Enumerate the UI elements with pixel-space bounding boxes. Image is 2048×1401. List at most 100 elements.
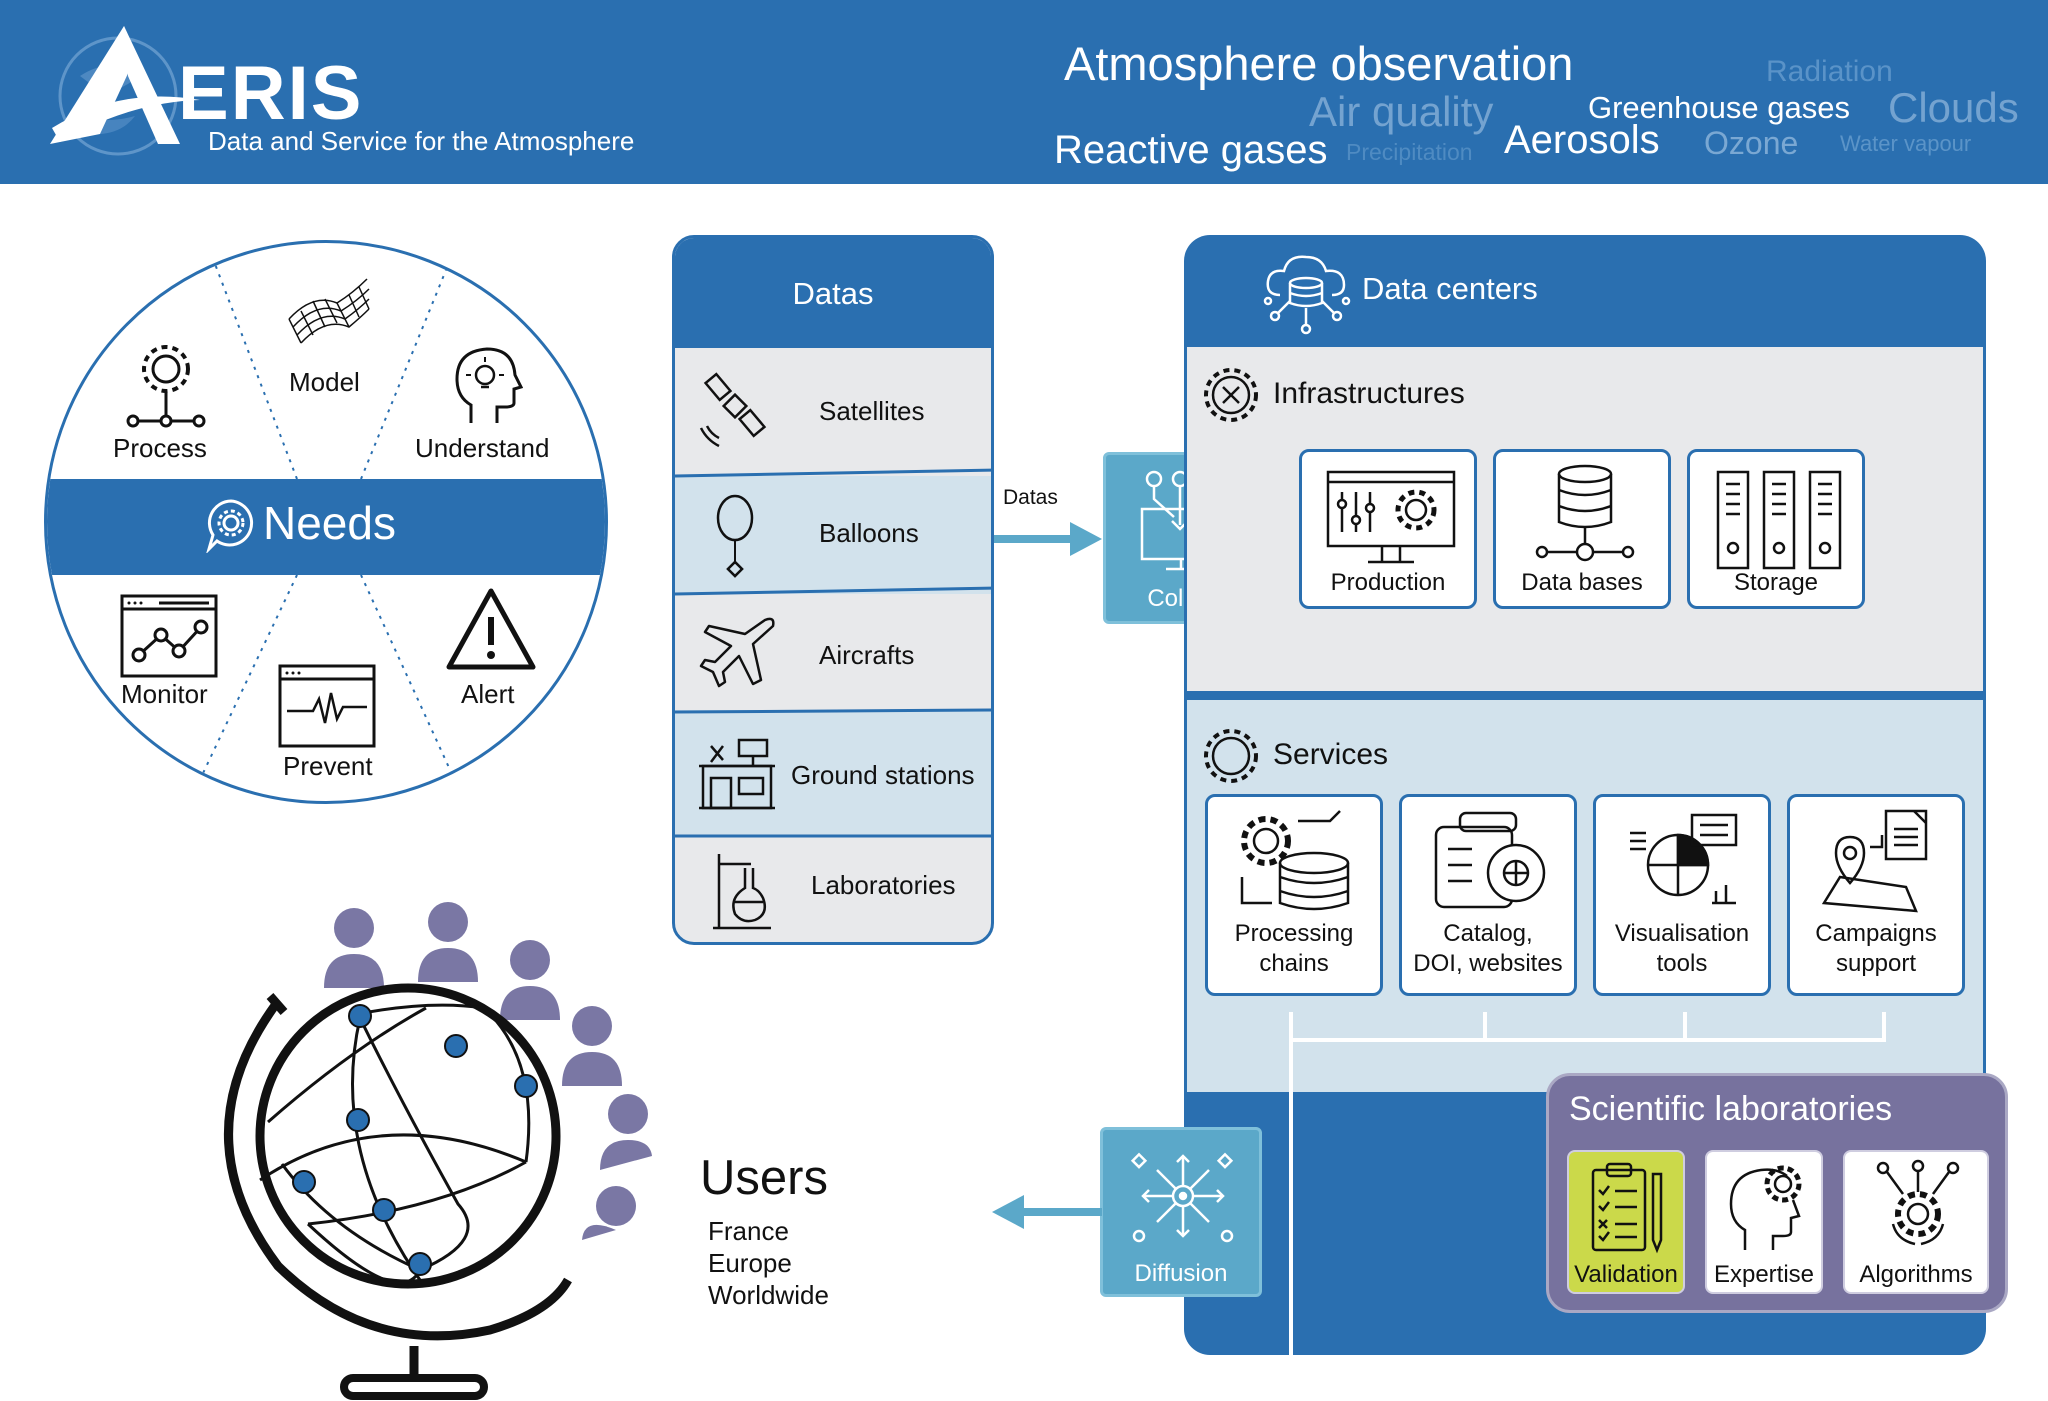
keyword-greenhouse-gases: Greenhouse gases xyxy=(1588,90,1850,125)
infra-label: Production xyxy=(1330,569,1446,596)
map-pin-document-icon xyxy=(1821,809,1928,913)
diffusion-label: Diffusion xyxy=(1134,1260,1228,1287)
cloud-database-icon xyxy=(1263,255,1351,335)
header-title: Atmosphere observation xyxy=(1064,37,1574,90)
ground-station-icon xyxy=(699,738,775,810)
gear-icon xyxy=(1204,729,1258,783)
satellite-icon xyxy=(699,372,767,448)
lab-label: Validation xyxy=(1574,1261,1678,1288)
keyword-reactive-gases: Reactive gases xyxy=(1054,128,1328,172)
data-row-label: Laboratories xyxy=(811,870,956,900)
mesh-surface-icon xyxy=(288,278,370,344)
needs-dividers xyxy=(188,243,466,801)
infra-databases: Data bases xyxy=(1493,449,1671,609)
needs-band xyxy=(47,479,605,575)
storage-binders-icon xyxy=(1716,470,1842,570)
data-centers-title: Data centers xyxy=(1362,271,1538,306)
keyword-aerosols: Aerosols xyxy=(1504,118,1660,162)
data-row-aircrafts: Aircrafts xyxy=(675,594,991,710)
need-prevent: Prevent xyxy=(283,751,373,781)
lab-algorithms: Algorithms xyxy=(1843,1150,1989,1294)
lab-flask-icon xyxy=(713,854,771,930)
datas-panel: Datas Satellites Balloons xyxy=(672,235,994,945)
needs-label: Needs xyxy=(263,497,396,549)
users-scope: Worldwide xyxy=(708,1280,829,1310)
checklist-clipboard-icon xyxy=(1591,1162,1663,1254)
lab-label: Expertise xyxy=(1713,1261,1815,1288)
warning-icon xyxy=(446,588,536,670)
balloon-icon xyxy=(716,494,754,578)
algorithm-gear-icon xyxy=(1876,1159,1960,1246)
data-row-label: Satellites xyxy=(819,396,925,426)
airplane-icon xyxy=(699,617,775,688)
data-row-satellites: Satellites xyxy=(675,348,991,474)
infrastructures-title: Infrastructures xyxy=(1273,377,1465,410)
head-gear-icon xyxy=(1729,1165,1802,1250)
need-process: Process xyxy=(113,433,207,463)
lab-validation: Validation xyxy=(1567,1150,1685,1294)
gear-tools-icon xyxy=(1204,368,1258,422)
header-banner: ERIS Data and Service for the Atmosphere… xyxy=(0,0,2048,184)
need-monitor: Monitor xyxy=(121,679,208,709)
services-title: Services xyxy=(1273,738,1389,771)
service-catalog: Catalog, DOI, websites xyxy=(1399,794,1577,996)
users-title: Users xyxy=(700,1151,828,1205)
service-label-line2: tools xyxy=(1656,950,1708,977)
needs-wheel: Needs Process Model Understand xyxy=(44,240,608,804)
datas-row-dividers xyxy=(675,468,991,838)
users-scope: Europe xyxy=(708,1248,792,1278)
infra-label: Data bases xyxy=(1521,569,1643,596)
keyword-water-vapour: Water vapour xyxy=(1840,131,1972,156)
service-label-line2: chains xyxy=(1259,950,1329,977)
lab-label: Algorithms xyxy=(1859,1261,1973,1288)
aeris-logo-mark xyxy=(50,26,200,156)
pulse-window-icon xyxy=(278,664,376,748)
diffusion-box: Diffusion xyxy=(1100,1127,1262,1297)
arrow-to-users xyxy=(992,1195,1102,1229)
service-visualisation-tools: Visualisation tools xyxy=(1593,794,1771,996)
infra-storage: Storage xyxy=(1687,449,1865,609)
datas-arrow-label: Datas xyxy=(1003,486,1058,509)
production-monitor-icon xyxy=(1326,470,1456,564)
logo-wordmark: ERIS xyxy=(178,51,364,136)
data-row-balloons: Balloons xyxy=(675,476,991,594)
database-icon xyxy=(1535,464,1635,562)
gear-database-icon xyxy=(1240,810,1350,911)
infra-label: Storage xyxy=(1733,569,1819,596)
need-understand: Understand xyxy=(415,433,550,463)
datas-title: Datas xyxy=(792,276,874,311)
data-row-ground-stations: Ground stations xyxy=(675,712,991,836)
keyword-clouds: Clouds xyxy=(1888,84,2019,131)
service-label-line1: Catalog, xyxy=(1443,920,1533,947)
service-processing-chains: Processing chains xyxy=(1205,794,1383,996)
service-label-line2: support xyxy=(1835,950,1917,977)
keyword-radiation: Radiation xyxy=(1766,55,1893,88)
diffusion-network-icon xyxy=(1130,1152,1234,1243)
service-label-line1: Visualisation xyxy=(1614,920,1750,947)
infrastructures-section: Infrastructures Production xyxy=(1187,347,1983,691)
data-row-laboratories: Laboratories xyxy=(675,836,991,942)
people-icon xyxy=(324,902,652,1240)
labs-title: Scientific laboratories xyxy=(1569,1090,1893,1128)
keyword-precipitation: Precipitation xyxy=(1346,139,1473,165)
keyword-air-quality: Air quality xyxy=(1309,88,1494,135)
gear-network-icon xyxy=(126,345,206,428)
keyword-ozone: Ozone xyxy=(1704,125,1799,161)
visualisation-chart-icon xyxy=(1630,813,1738,905)
chart-window-icon xyxy=(120,594,218,678)
need-alert: Alert xyxy=(461,679,515,709)
data-row-label: Ground stations xyxy=(791,760,975,790)
head-lightbulb-icon xyxy=(455,347,523,423)
arrow-to-collect xyxy=(994,522,1102,556)
data-row-label: Aircrafts xyxy=(819,640,915,670)
lab-expertise: Expertise xyxy=(1705,1150,1823,1294)
service-label-line1: Campaigns xyxy=(1815,920,1937,947)
service-campaigns-support: Campaigns support xyxy=(1787,794,1965,996)
diffusion-connector xyxy=(1289,1092,1293,1355)
catalog-globe-icon xyxy=(1434,811,1546,909)
users-scope: France xyxy=(708,1216,789,1246)
globe-users-illustration xyxy=(224,902,652,1400)
infra-production: Production xyxy=(1299,449,1477,609)
datas-header: Datas xyxy=(675,238,991,348)
need-model: Model xyxy=(289,367,360,397)
